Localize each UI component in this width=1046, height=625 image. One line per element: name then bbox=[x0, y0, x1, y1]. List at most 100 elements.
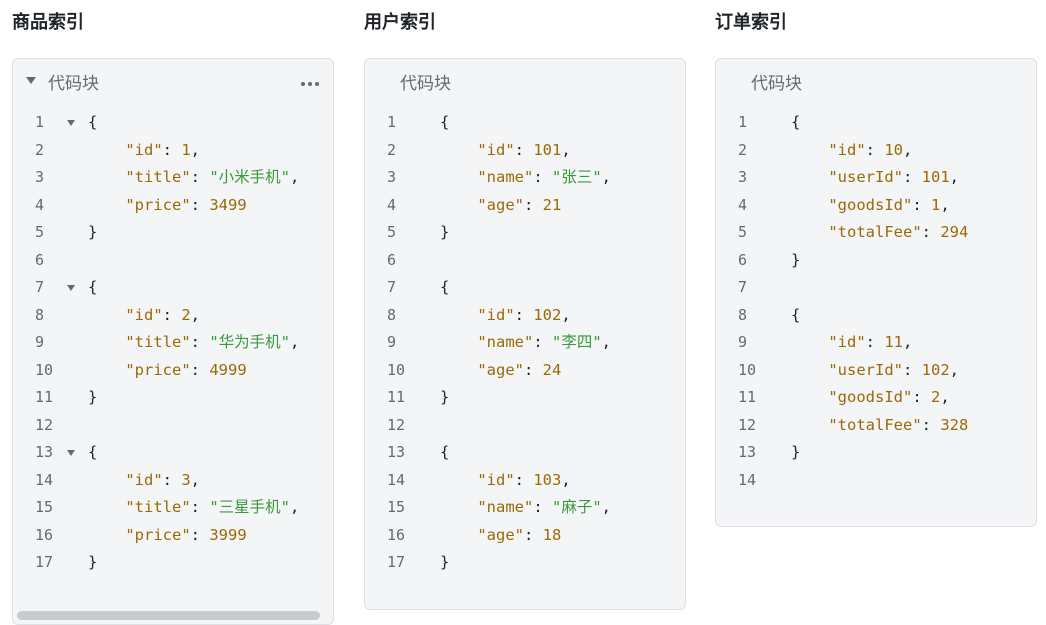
code-token: { bbox=[791, 113, 801, 131]
code-token: : bbox=[533, 168, 552, 186]
code-token: : bbox=[514, 305, 534, 324]
code-content: "title": "小米手机", bbox=[88, 164, 299, 192]
code-token: , bbox=[940, 195, 950, 214]
code-token: "麻子" bbox=[552, 498, 602, 516]
code-token: 2 bbox=[181, 305, 191, 324]
code-token: "title" bbox=[125, 168, 191, 186]
line-number: 3 bbox=[387, 168, 397, 186]
code-content: "id": 3, bbox=[88, 467, 200, 495]
code-token: "id" bbox=[828, 333, 866, 351]
code-token: , bbox=[903, 140, 913, 159]
code-token: : bbox=[912, 195, 931, 214]
code-content: { bbox=[88, 439, 97, 467]
code-token: "name" bbox=[477, 168, 534, 186]
code-content: "name": "李四", bbox=[440, 329, 611, 357]
code-block-title: 代码块 bbox=[751, 74, 802, 94]
code-line: 12 "totalFee": 328 bbox=[716, 412, 1036, 440]
more-horizontal-icon[interactable] bbox=[301, 82, 319, 86]
code-token: "userId" bbox=[828, 360, 903, 379]
line-number: 13 bbox=[738, 443, 757, 461]
code-content: } bbox=[88, 549, 97, 577]
code-lines: 1{2 "id": 101,3 "name": "张三",4 "age": 21… bbox=[365, 109, 685, 577]
code-content: "id": 101, bbox=[440, 137, 570, 165]
code-token: 101 bbox=[921, 168, 950, 186]
code-content: "id": 102, bbox=[440, 302, 570, 330]
code-line: 6} bbox=[716, 247, 1036, 275]
code-line: 15 "title": "三星手机", bbox=[13, 494, 333, 522]
code-token: "price" bbox=[125, 525, 191, 544]
line-number: 16 bbox=[387, 525, 406, 544]
code-token: "age" bbox=[477, 525, 524, 544]
code-content: { bbox=[440, 274, 449, 302]
code-token: } bbox=[88, 553, 98, 571]
code-token: : bbox=[524, 360, 543, 379]
line-number: 13 bbox=[35, 443, 54, 461]
code-token: 103 bbox=[533, 470, 562, 489]
code-token: "name" bbox=[477, 333, 534, 351]
code-content: "totalFee": 328 bbox=[791, 412, 968, 440]
code-line: 17} bbox=[13, 549, 333, 577]
caret-down-icon[interactable] bbox=[26, 77, 36, 84]
code-token: , bbox=[601, 168, 612, 186]
line-number: 13 bbox=[387, 443, 406, 461]
code-token: "totalFee" bbox=[828, 223, 922, 241]
line-number: 2 bbox=[387, 140, 397, 159]
code-token: "id" bbox=[477, 140, 515, 159]
code-block-header: 代码块 bbox=[13, 71, 333, 97]
code-content: "totalFee": 294 bbox=[791, 219, 968, 247]
horizontal-scrollbar[interactable] bbox=[17, 611, 320, 620]
fold-caret-icon[interactable] bbox=[67, 450, 75, 456]
code-content: } bbox=[440, 219, 449, 247]
line-number: 14 bbox=[387, 470, 406, 489]
code-token: : bbox=[533, 498, 552, 516]
code-token: : bbox=[524, 195, 543, 214]
code-token: "title" bbox=[125, 498, 191, 516]
code-token: "id" bbox=[125, 305, 163, 324]
line-number: 6 bbox=[738, 250, 748, 269]
code-token: : bbox=[865, 333, 885, 351]
code-token: "id" bbox=[477, 470, 515, 489]
code-token: 101 bbox=[533, 140, 562, 159]
code-line: 13 { bbox=[365, 439, 685, 467]
code-content: } bbox=[791, 247, 800, 275]
code-token: { bbox=[88, 113, 98, 131]
code-token: : bbox=[524, 525, 543, 544]
code-line: 5} bbox=[365, 219, 685, 247]
code-line: 16 "age": 18 bbox=[365, 522, 685, 550]
fold-caret-icon[interactable] bbox=[67, 120, 75, 126]
code-token: "title" bbox=[125, 333, 191, 351]
section-heading: 用户索引 bbox=[364, 12, 436, 33]
code-line: 4 "goodsId": 1, bbox=[716, 192, 1036, 220]
code-token: 2 bbox=[931, 388, 941, 406]
code-token: } bbox=[440, 388, 450, 406]
line-number: 6 bbox=[387, 250, 397, 269]
code-token: "张三" bbox=[552, 168, 602, 186]
line-number: 3 bbox=[35, 168, 45, 186]
code-block-title: 代码块 bbox=[400, 74, 451, 94]
code-token: : bbox=[921, 223, 941, 241]
code-content: { bbox=[440, 439, 449, 467]
code-token: : bbox=[533, 333, 552, 351]
line-number: 10 bbox=[387, 360, 406, 379]
code-line: 8 "id": 102, bbox=[365, 302, 685, 330]
code-token: { bbox=[440, 443, 450, 461]
code-content: { bbox=[88, 109, 97, 137]
code-token: : bbox=[190, 498, 210, 516]
code-line: 7{ bbox=[365, 274, 685, 302]
code-token: 11 bbox=[884, 333, 903, 351]
code-lines: 1{2 "id": 10,3 "userId": 101,4 "goodsId"… bbox=[716, 109, 1036, 494]
line-number: 8 bbox=[387, 305, 397, 324]
code-token: , bbox=[949, 168, 959, 186]
fold-caret-icon[interactable] bbox=[67, 285, 75, 291]
code-token: , bbox=[290, 333, 300, 351]
code-content: { bbox=[791, 109, 800, 137]
code-line: 16 "price": 3999 bbox=[13, 522, 333, 550]
code-line: 12 bbox=[365, 412, 685, 440]
code-token: , bbox=[903, 333, 913, 351]
code-content: "id": 2, bbox=[88, 302, 200, 330]
code-content: "id": 103, bbox=[440, 467, 570, 495]
code-token: "goodsId" bbox=[828, 388, 913, 406]
code-token: 4999 bbox=[209, 360, 247, 379]
code-token: 328 bbox=[940, 415, 969, 434]
code-content: } bbox=[791, 439, 800, 467]
